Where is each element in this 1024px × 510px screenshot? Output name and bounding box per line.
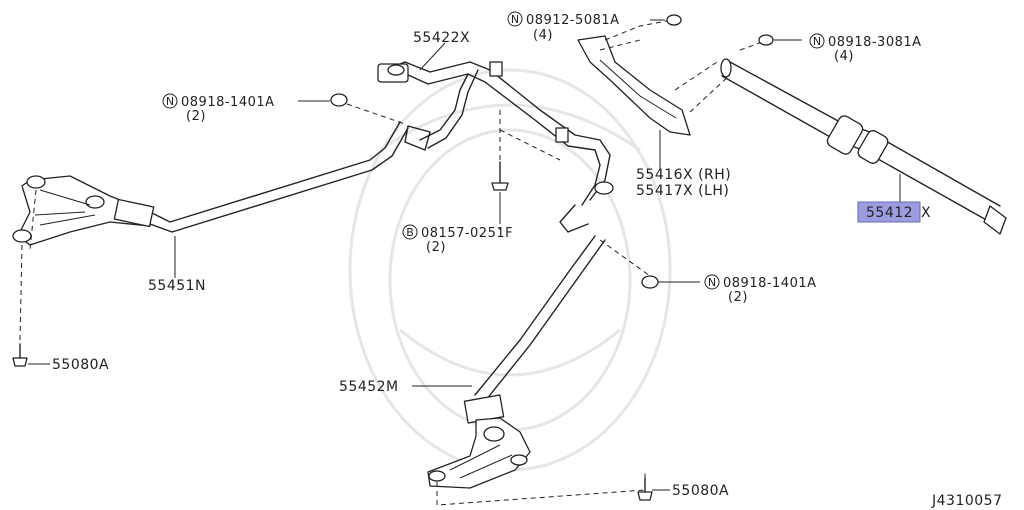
bolt-55080a-left[interactable] [12, 343, 28, 367]
link-rod-55452m[interactable] [427, 204, 606, 489]
link-rod-55451n[interactable] [12, 121, 409, 246]
prefix-n: N [166, 95, 174, 108]
highlight-box [857, 201, 921, 223]
leader-dashed-left-2 [29, 189, 37, 251]
prefix-b: B [406, 226, 414, 239]
nut-08918-3081a[interactable] [758, 34, 774, 46]
label-55080a-bottom: 55080A [672, 483, 729, 499]
prefix-n: N [511, 13, 519, 26]
qty: (2) [728, 290, 748, 305]
bracket-55416x[interactable] [577, 35, 691, 136]
label-08912-5081a: N 08912-5081A (4) [507, 11, 620, 43]
strut-bar-55412x[interactable] [720, 58, 1007, 235]
leader-55422x [419, 42, 446, 71]
label-08918-1401a-left: N 08918-1401A (2) [162, 93, 275, 124]
diagram-id: J4310057 [931, 493, 1002, 509]
cross-member-55422x[interactable] [377, 61, 614, 206]
label-55412-suffix: X [921, 205, 931, 221]
label-55417x: 55417X (LH) [636, 183, 729, 199]
qty: (2) [426, 240, 446, 255]
label-55451n: 55451N [148, 278, 206, 294]
label-55452m: 55452M [339, 379, 399, 395]
label-08918-3081a: N 08918-3081A (4) [809, 33, 922, 64]
prefix-n: N [708, 276, 716, 289]
label-55412-highlight: 55412 [866, 205, 913, 221]
watermark-emblem [348, 68, 672, 472]
nut-08912[interactable] [666, 14, 682, 26]
label-08157-0251f: B 08157-0251F (2) [402, 224, 513, 255]
qty: (4) [834, 49, 854, 64]
part-number: 08918-1401A [723, 276, 817, 291]
part-number: 08918-3081A [828, 35, 922, 50]
leader-dashed-left [19, 244, 23, 341]
label-55412x[interactable]: 55412 X [857, 201, 931, 223]
nut-08918-1401a-left[interactable] [330, 93, 406, 125]
leader-dashed-bracket [604, 19, 673, 41]
part-number: 08157-0251F [421, 226, 513, 241]
label-55422x: 55422X [413, 30, 470, 46]
bolt-55080a-bottom[interactable] [637, 477, 653, 501]
bolt-08157[interactable] [491, 110, 561, 230]
label-55416x: 55416X (RH) [636, 167, 731, 183]
leader-dashed-bracket-2 [599, 39, 641, 51]
part-number: 08912-5081A [526, 13, 620, 28]
part-number: 08918-1401A [181, 95, 275, 110]
label-55080a-left: 55080A [52, 357, 109, 373]
label-08918-1401a-right: N 08918-1401A (2) [704, 274, 817, 305]
qty: (2) [186, 109, 206, 124]
leader-dashed-bottom [436, 470, 646, 506]
qty: (4) [533, 28, 553, 43]
prefix-n: N [813, 35, 821, 48]
leader-dashed-bar [674, 39, 769, 113]
